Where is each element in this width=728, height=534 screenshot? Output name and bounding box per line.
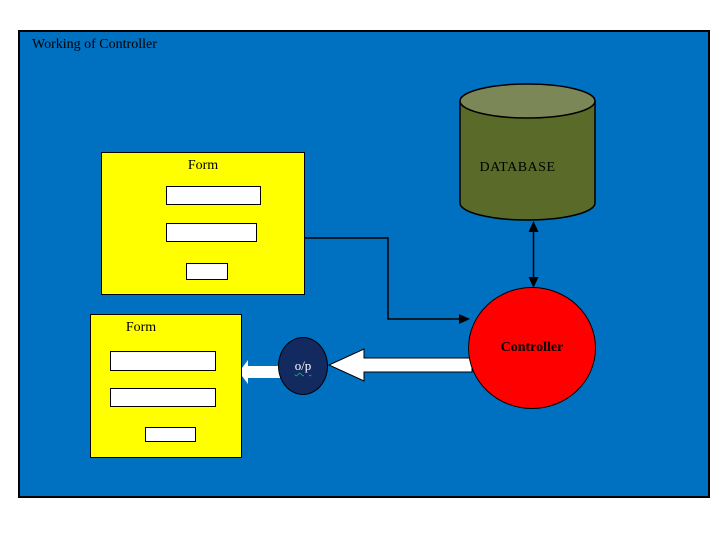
output-form-arrow	[239, 360, 280, 384]
output-node: o/p	[278, 337, 328, 395]
form-top-label: Form	[187, 158, 219, 173]
form-bottom-button	[145, 427, 196, 442]
diagram-title: Working of Controller	[32, 37, 157, 52]
form-top-field-1	[166, 186, 261, 205]
form-bottom-field-2	[110, 388, 216, 407]
diagram-canvas: Working of Controller	[18, 30, 710, 498]
form-bottom: Form	[90, 314, 242, 458]
form-top-field-2	[166, 223, 257, 242]
form-controller-connector	[305, 237, 470, 324]
form-top: Form	[101, 152, 305, 295]
form-bottom-label: Form	[125, 320, 157, 335]
database-cylinder-icon	[459, 83, 596, 221]
controller-node: Controller	[468, 287, 596, 409]
shapes-layer	[239, 83, 596, 384]
controller-label: Controller	[500, 340, 564, 355]
controller-output-arrow	[327, 348, 473, 382]
form-top-button	[186, 263, 228, 280]
database-label: DATABASE	[479, 160, 556, 175]
form-bottom-field-1	[110, 351, 216, 371]
output-label: o/p	[294, 358, 312, 373]
db-controller-arrow	[528, 221, 539, 288]
